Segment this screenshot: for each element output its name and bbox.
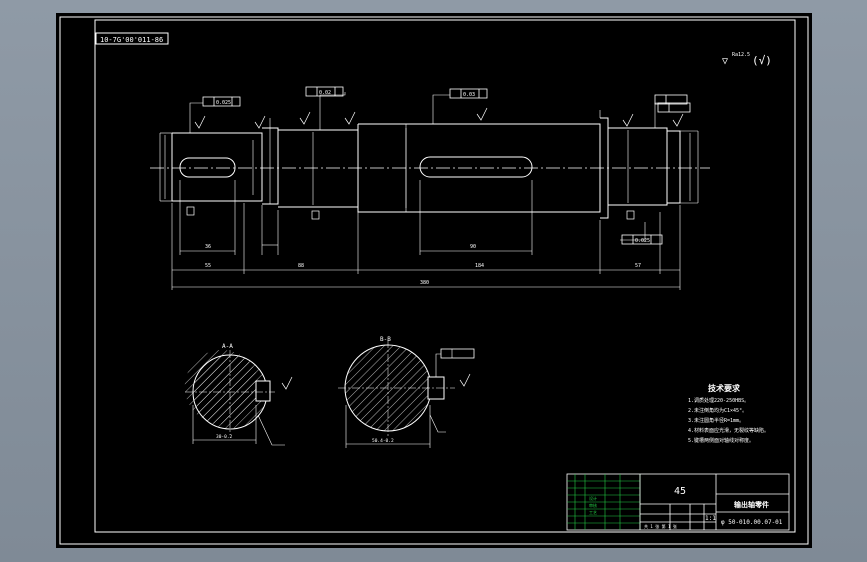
title-block-text: 45 输出轴零件 φ 50-010.00.07-01 1:1 共 1 张 第 1… xyxy=(589,486,783,529)
technical-requirements: 技术要求 1.调质处理220-250HBS。 2.未注倒角均为C1×45°。 3… xyxy=(688,383,769,444)
section-a-dim: 30-0.2 xyxy=(216,434,233,440)
section-b-label: B-B xyxy=(380,336,391,343)
section-a-keyway xyxy=(255,380,271,402)
roughness-marks xyxy=(194,107,684,129)
dim-seg-3: 184 xyxy=(475,263,484,269)
dim-key-2: 90 xyxy=(470,244,476,250)
tol-value-2: 0.02 xyxy=(319,90,331,96)
roughness-value: Ra12.5 xyxy=(732,52,750,58)
datum-markers xyxy=(186,206,635,220)
tb-row-process: 工艺 xyxy=(589,510,597,515)
roughness-symbol: ▽ xyxy=(722,56,728,67)
tech-req-line-2: 2.未注倒角均为C1×45°。 xyxy=(688,407,747,414)
tolerance-values: 0.025 0.02 0.03 0.025 xyxy=(216,90,650,244)
stamp-code-box: 10-7G'00'011-86 xyxy=(95,32,169,45)
diameter-dimensions xyxy=(164,128,691,208)
drawing-sheet xyxy=(56,13,812,548)
sheet-info: 共 1 张 第 1 张 xyxy=(644,523,677,529)
dim-seg-2: 88 xyxy=(298,263,304,269)
roughness-paren: (√) xyxy=(752,54,772,67)
scale-value: 1:1 xyxy=(705,515,716,522)
length-dimensions xyxy=(171,180,681,290)
title-block xyxy=(566,473,790,531)
section-b: B-B 50.4-0.2 xyxy=(338,336,475,448)
inner-frame xyxy=(94,19,796,533)
material-label: 45 xyxy=(674,486,686,497)
dim-seg-4: 57 xyxy=(635,263,641,269)
stamp-code-text: 10-7G'00'011-86 xyxy=(100,36,163,44)
tol-value-3: 0.03 xyxy=(463,92,475,98)
dim-total: 380 xyxy=(420,280,429,286)
tech-req-line-4: 4.材料表面应光滑，无裂纹等缺陷。 xyxy=(688,427,769,434)
tol-value-1: 0.025 xyxy=(216,100,231,106)
dim-key-1: 36 xyxy=(205,244,211,250)
tech-req-line-3: 3.未注圆角半径R=1mm。 xyxy=(688,417,744,424)
tb-row-designer: 设计 xyxy=(589,495,597,501)
drawing-number: φ 50-010.00.07-01 xyxy=(721,519,783,526)
tb-row-checker: 审核 xyxy=(589,502,597,508)
tol-value-4: 0.025 xyxy=(635,238,650,244)
length-dimension-labels: 36 90 55 88 184 57 380 xyxy=(205,244,641,286)
dim-seg-1: 55 xyxy=(205,263,211,269)
section-b-dim: 50.4-0.2 xyxy=(372,438,394,444)
tolerance-frames xyxy=(202,86,691,245)
tech-req-line-1: 1.调质处理220-250HBS。 xyxy=(688,397,749,404)
section-a-label: A-A xyxy=(222,343,233,350)
general-roughness: ▽ Ra12.5 (√) xyxy=(722,52,772,67)
tech-req-title: 技术要求 xyxy=(708,383,741,393)
section-a: A-A 30-0.2 xyxy=(184,343,293,446)
tech-req-line-5: 5.键槽两侧面对轴线对称度。 xyxy=(688,437,754,444)
outer-frame xyxy=(59,16,809,545)
part-name: 输出轴零件 xyxy=(734,500,769,509)
